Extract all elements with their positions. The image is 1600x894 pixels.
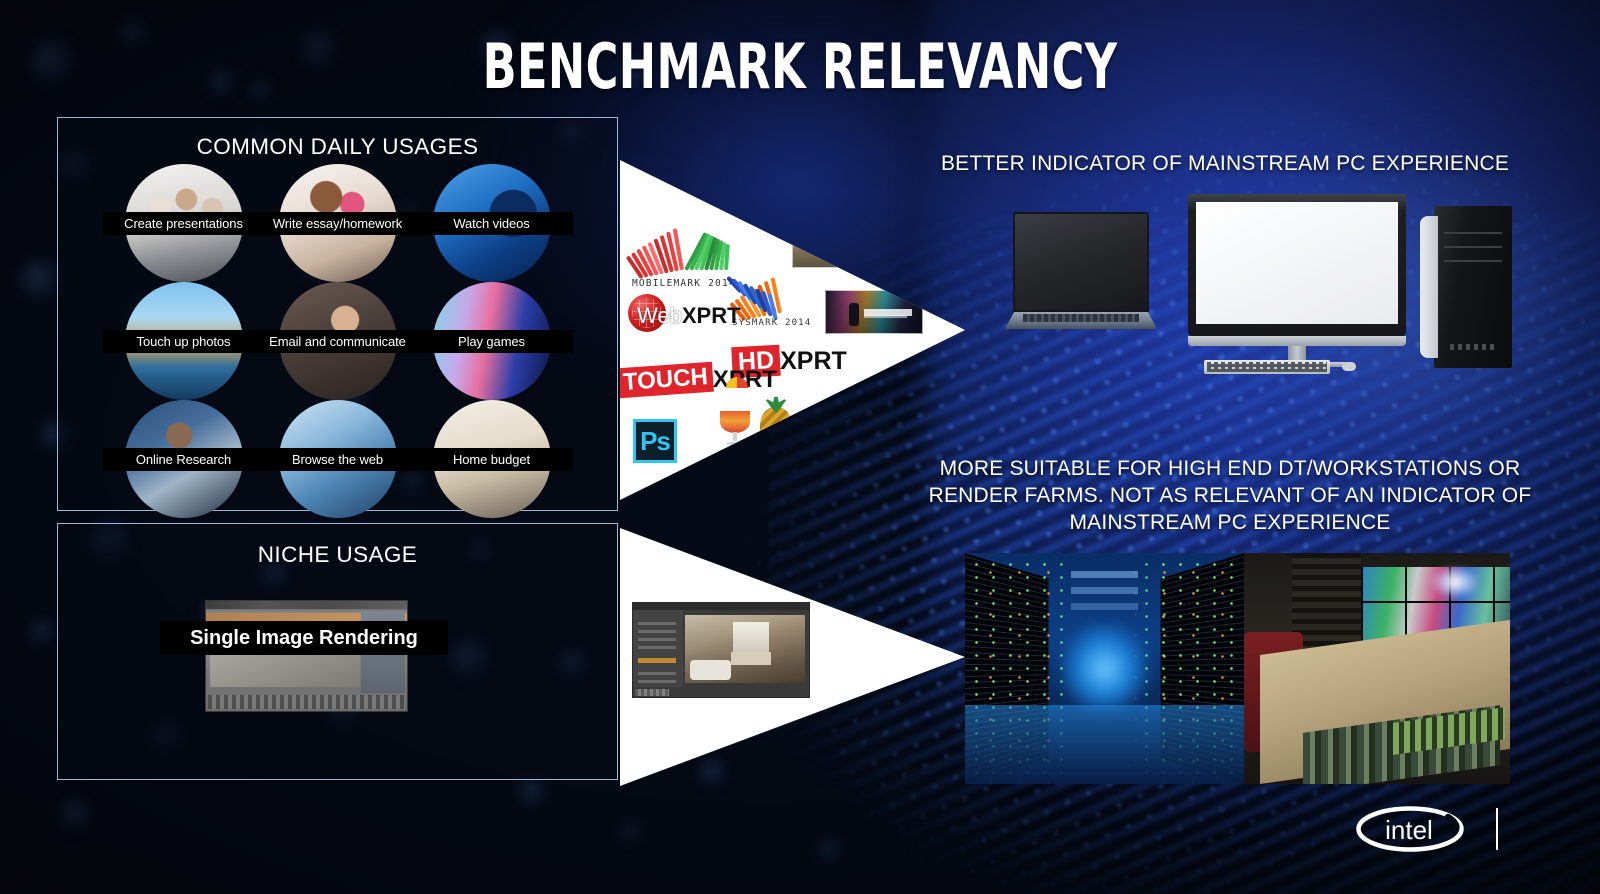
mobilemark-logo-text: MOBILEMARK 2014 — [632, 278, 736, 289]
intel-logo-svg: intel — [1355, 806, 1465, 852]
slide-title: BENCHMARK RELEVANCY — [160, 30, 1440, 103]
render-application-screenshot — [632, 602, 810, 698]
usage-label: Play games — [411, 330, 573, 353]
usage-item-home-budget[interactable]: Home budget — [433, 400, 551, 518]
mainstream-devices-group — [960, 190, 1540, 380]
more-suitable-text: MORE SUITABLE FOR HIGH END DT/WORKSTATIO… — [900, 455, 1560, 536]
niche-usage-heading: NICHE USAGE — [58, 542, 617, 568]
usage-row: Touch up photos Email and communicate Pl… — [58, 282, 617, 400]
photoshop-logo: Ps — [633, 419, 677, 463]
usage-label: Touch up photos — [103, 330, 265, 353]
usage-label: Home budget — [411, 448, 573, 471]
common-daily-usages-heading: COMMON DAILY USAGES — [58, 134, 617, 160]
usage-label: Browse the web — [257, 448, 419, 471]
usage-item-touch-up-photos[interactable]: Touch up photos — [125, 282, 243, 400]
usage-row: Online Research Browse the web Home budg… — [58, 400, 617, 518]
touchxprt-touch-text: TOUCH — [617, 362, 714, 399]
usage-item-online-research[interactable]: Online Research — [125, 400, 243, 518]
desktop-monitor-image — [1188, 190, 1406, 380]
datacenter-server-room-photo — [965, 553, 1244, 784]
laptop-image — [1005, 212, 1157, 342]
better-indicator-text: BETTER INDICATOR OF MAINSTREAM PC EXPERI… — [905, 152, 1545, 176]
usage-label: Write essay/homework — [257, 212, 419, 235]
usage-item-watch-videos[interactable]: Watch videos — [433, 164, 551, 282]
webxprt-web-text: Web — [637, 303, 682, 328]
usage-item-play-games[interactable]: Play games — [433, 282, 551, 400]
photoshop-logo-text: Ps — [636, 422, 674, 460]
keyboard-image — [1204, 360, 1330, 374]
high-end-usage-photos — [965, 553, 1510, 784]
intel-logo-text: intel — [1385, 815, 1433, 845]
more-suitable-line-1: MORE SUITABLE FOR HIGH END DT/WORKSTATIO… — [900, 455, 1560, 482]
usage-label: Online Research — [103, 448, 265, 471]
usage-item-write-essay[interactable]: Write essay/homework — [279, 164, 397, 282]
webxprt-xprt-text: XPRT — [682, 303, 741, 328]
mouse-image — [1342, 362, 1356, 371]
hdxprt-xprt-text: XPRT — [780, 347, 847, 375]
intel-logo-divider — [1496, 808, 1498, 850]
usage-label: Create presentations — [103, 212, 265, 235]
usage-item-email-communicate[interactable]: Email and communicate — [279, 282, 397, 400]
broadcast-control-room-photo — [1244, 553, 1510, 784]
more-suitable-line-3: MAINSTREAM PC EXPERIENCE — [900, 509, 1560, 536]
sysmark-logo-text: SYSMARK 2014 — [732, 318, 811, 328]
more-suitable-line-2: RENDER FARMS. NOT AS RELEVANT OF AN INDI… — [900, 482, 1560, 509]
usage-grid: Create presentations Write essay/homewor… — [58, 164, 617, 518]
single-image-rendering-label: Single Image Rendering — [160, 621, 448, 655]
pc-tower-image — [1420, 206, 1512, 368]
usage-label: Watch videos — [411, 212, 573, 235]
usage-item-browse-web[interactable]: Browse the web — [279, 400, 397, 518]
3d-modeling-software-screenshot — [205, 600, 408, 712]
usage-row: Create presentations Write essay/homewor… — [58, 164, 617, 282]
intel-logo: intel — [1355, 806, 1465, 852]
common-daily-usages-panel: COMMON DAILY USAGES Create presentations… — [57, 117, 618, 511]
usage-item-create-presentations[interactable]: Create presentations — [125, 164, 243, 282]
webxprt-logo-text: WebXPRT — [637, 303, 741, 329]
usage-label: Email and communicate — [257, 330, 419, 353]
